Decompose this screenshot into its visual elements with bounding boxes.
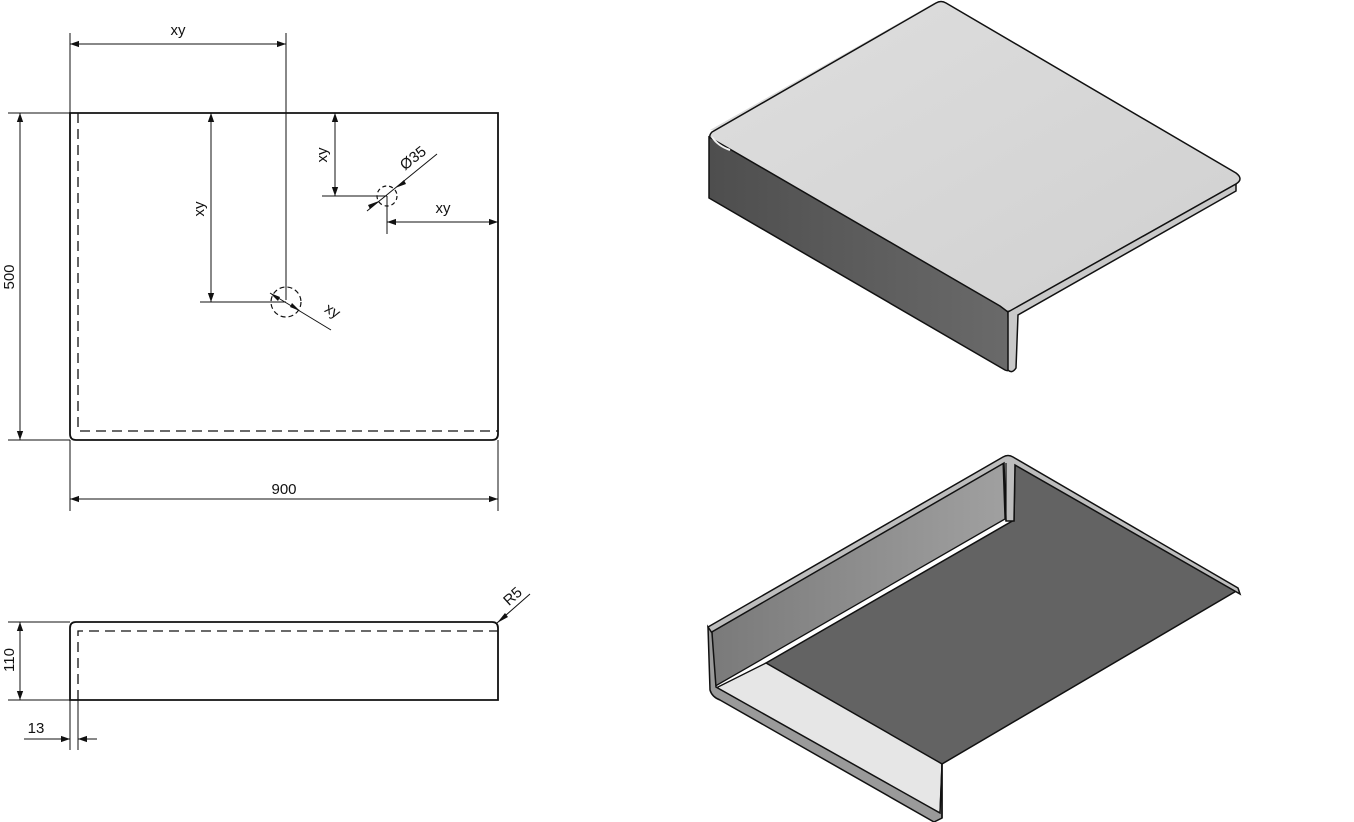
top-view: xy 500 900 xy xy xy xy Ø35 <box>1 22 499 511</box>
dim-label-diameter: Ø35 <box>397 143 430 174</box>
center-hole-hidden <box>270 286 302 318</box>
iso-top-face-main <box>709 0 1241 313</box>
side-view-outline <box>69 621 499 701</box>
dim-label-radius: R5 <box>500 584 526 609</box>
iso-top-edge-flange <box>707 454 1242 635</box>
side-view-hidden-edge <box>77 630 498 700</box>
dim-label-side-height: 110 <box>1 648 18 672</box>
dim-label-small-horizontal: xy <box>436 200 452 217</box>
leader-arrow <box>270 293 280 301</box>
isometric-bottom-view <box>707 454 1242 822</box>
iso-outer-front-edge <box>707 624 943 822</box>
leader-line <box>269 292 332 331</box>
dim-label-width: 900 <box>271 481 296 498</box>
iso-right-flange <box>1007 182 1237 373</box>
dim-label-small-vertical: xy <box>314 147 331 163</box>
dim-label-center-vertical: xy <box>191 201 208 217</box>
dim-label-thickness: 13 <box>28 720 45 737</box>
isometric-top-view <box>708 0 1241 373</box>
dim-label-height: 500 <box>1 264 18 289</box>
dim-label-top-xy: xy <box>171 22 187 39</box>
top-view-outline <box>69 112 499 441</box>
dim-label-center-diag: xy <box>322 300 344 323</box>
leader-arrow <box>497 613 508 623</box>
top-view-hidden-edge <box>77 113 498 432</box>
side-view: 110 13 R5 <box>1 584 531 750</box>
leader-arrow <box>395 180 406 188</box>
leader-arrow <box>290 303 300 311</box>
leader-arrow <box>368 201 379 209</box>
iso-edge-highlight <box>711 136 731 151</box>
